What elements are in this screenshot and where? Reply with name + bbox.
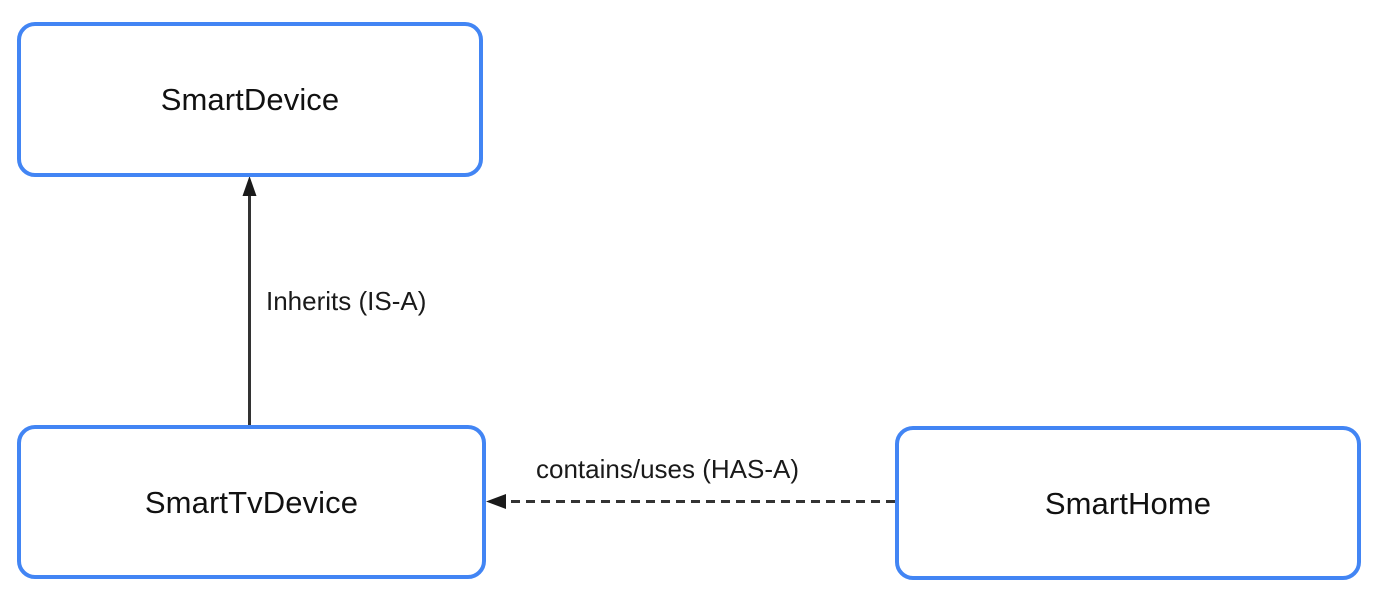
edge-contains [486,494,895,509]
node-smarthome[interactable]: SmartHome [895,426,1361,580]
edge-label-inherits: Inherits (IS-A) [266,286,427,316]
node-smartdevice-label: SmartDevice [160,82,340,117]
node-smartdevice[interactable]: SmartDevice [17,22,483,177]
node-smarttvdevice[interactable]: SmartTvDevice [17,425,486,579]
edge-inherits [242,176,257,425]
node-smarttvdevice-label: SmartTvDevice [144,484,359,520]
edge-inherits-arrowhead [242,176,257,196]
edge-contains-arrowhead [486,494,506,509]
node-smarthome-label: SmartHome [1044,485,1212,521]
edge-label-contains: contains/uses (HAS-A) [536,454,799,484]
